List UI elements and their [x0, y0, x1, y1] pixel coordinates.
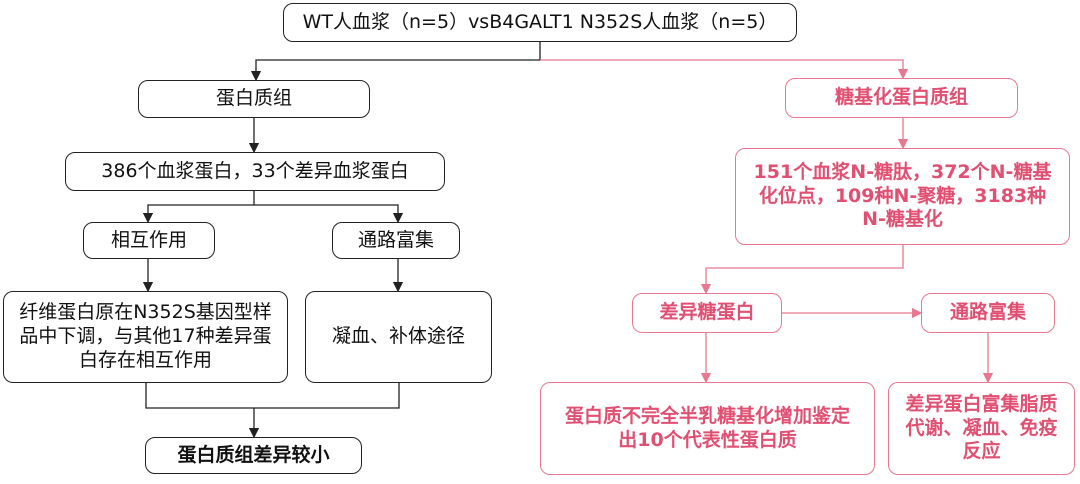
- glycoproteome-box: 糖基化蛋白质组: [785, 78, 1018, 118]
- proteome-box: 蛋白质组: [138, 80, 370, 118]
- diff-glycoprotein-box: 差异糖蛋白: [632, 293, 782, 333]
- proteome-counts-box: 386个血浆蛋白，33个差异血浆蛋白: [65, 152, 445, 191]
- pathway-result-box-left: 凝血、补体途径: [305, 291, 492, 383]
- diff-result-box: 蛋白质不完全半乳糖基化增加鉴定出10个代表性蛋白质: [540, 382, 875, 475]
- interaction-result-box: 纤维蛋白原在N352S基因型样品中下调，与其他17种差异蛋白存在相互作用: [3, 291, 288, 383]
- interaction-box: 相互作用: [83, 222, 215, 259]
- glyco-counts-box: 151个血浆N-糖肽，372个N-糖基化位点，109种N-聚糖，3183种N-糖…: [735, 148, 1070, 245]
- pathway-result-box-right: 差异蛋白富集脂质代谢、凝血、免疫反应: [888, 382, 1075, 475]
- conclusion-box: 蛋白质组差异较小: [145, 437, 362, 474]
- title-box: WT人血浆（n=5）vsB4GALT1 N352S人血浆（n=5）: [283, 3, 797, 42]
- pathway-box-left: 通路富集: [332, 222, 460, 259]
- pathway-box-right: 通路富集: [921, 293, 1055, 333]
